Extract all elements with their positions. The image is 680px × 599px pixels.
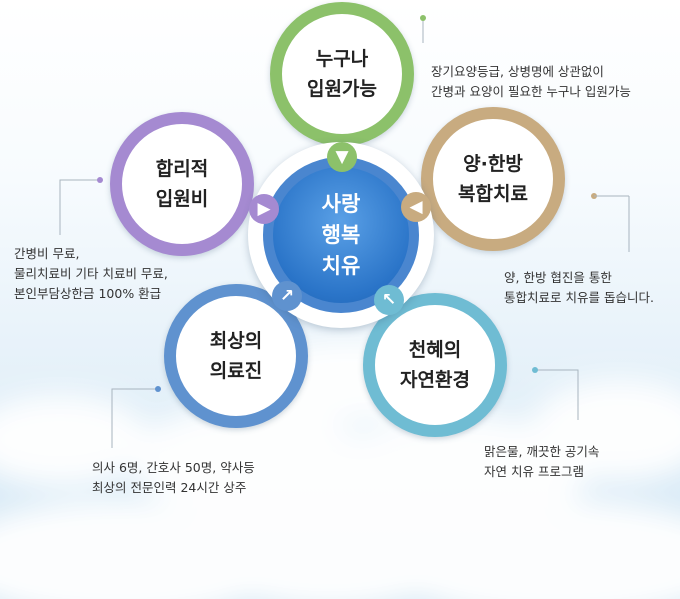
node-right-line1: 양·한방: [463, 153, 523, 175]
desc-top-line2: 간병과 요양이 필요한 누구나 입원가능: [431, 84, 631, 99]
center-line3: 치유: [321, 253, 361, 278]
arrow-up-right-icon: ↗: [272, 281, 302, 311]
dot-top: [420, 15, 426, 21]
node-bottom-left-line1: 최상의: [209, 330, 263, 352]
desc-bottom-left-line1: 의사 6명, 간호사 50명, 약사등: [92, 460, 255, 475]
node-left-line2: 입원비: [155, 188, 209, 210]
desc-top: 장기요양등급, 상병명에 상관없이 간병과 요양이 필요한 누구나 입원가능: [431, 62, 631, 102]
connector-bottom-left: [111, 388, 158, 448]
desc-top-line1: 장기요양등급, 상병명에 상관없이: [431, 64, 604, 79]
node-bottom-right-line1: 천혜의: [408, 339, 462, 361]
desc-left-line3: 본인부담상한금 100% 환급: [14, 286, 162, 301]
desc-bottom-left: 의사 6명, 간호사 50명, 약사등 최상의 전문인력 24시간 상주: [92, 458, 255, 498]
desc-bottom-right: 맑은물, 깨끗한 공기속 자연 치유 프로그램: [484, 442, 599, 482]
arrow-right-icon: ▶: [249, 194, 279, 224]
connector-left: [59, 179, 100, 235]
node-right-line2: 복합치료: [458, 183, 528, 205]
desc-bottom-right-line1: 맑은물, 깨끗한 공기속: [484, 444, 600, 459]
connector-bottom-right: [535, 369, 579, 420]
desc-left-line2: 물리치료비 기타 치료비 무료,: [14, 266, 168, 281]
node-bottom-left: 최상의 의료진: [164, 284, 308, 428]
desc-bottom-right-line2: 자연 치유 프로그램: [484, 464, 584, 479]
dot-left: [97, 177, 103, 183]
dot-bottom-right: [532, 367, 538, 373]
node-bottom-right-line2: 자연환경: [400, 369, 470, 391]
dot-bottom-left: [155, 386, 161, 392]
center-line2: 행복: [321, 222, 361, 247]
desc-left-line1: 간병비 무료,: [14, 246, 80, 261]
arrow-down-icon: ▼: [327, 142, 357, 172]
node-top-line2: 입원가능: [307, 78, 377, 100]
arrow-up-left-icon: ↖: [374, 285, 404, 315]
desc-bottom-left-line2: 최상의 전문인력 24시간 상주: [92, 480, 247, 495]
arrow-left-icon: ◀: [401, 192, 431, 222]
center-line1: 사랑: [321, 191, 361, 216]
desc-left: 간병비 무료, 물리치료비 기타 치료비 무료, 본인부담상한금 100% 환급: [14, 244, 168, 304]
desc-right: 양, 한방 협진을 통한 통합치료로 치유를 돕습니다.: [504, 268, 654, 308]
desc-right-line1: 양, 한방 협진을 통한: [504, 270, 612, 285]
node-left: 합리적 입원비: [110, 112, 254, 256]
desc-right-line2: 통합치료로 치유를 돕습니다.: [504, 290, 654, 305]
node-bottom-left-line2: 의료진: [209, 360, 263, 382]
node-top: 누구나 입원가능: [270, 2, 414, 146]
node-top-line1: 누구나: [315, 48, 369, 70]
node-left-line1: 합리적: [155, 158, 209, 180]
node-right: 양·한방 복합치료: [421, 107, 565, 251]
